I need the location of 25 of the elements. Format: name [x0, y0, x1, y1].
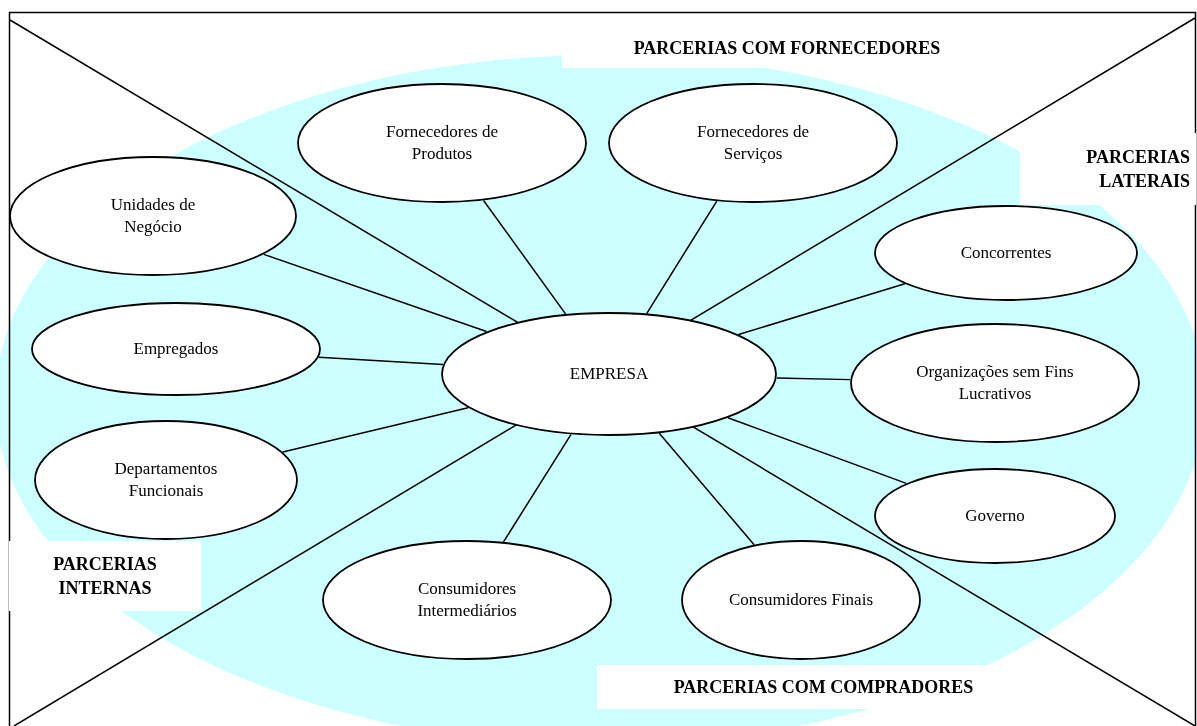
connector-line	[318, 356, 444, 366]
connector-line	[658, 432, 755, 546]
node-label: Fornecedores de Produtos	[385, 121, 499, 165]
section-label: PARCERIAS COM COMPRADORES	[673, 676, 974, 699]
section-label: PARCERIAS LATERAIS	[1085, 146, 1190, 193]
section-label: PARCERIAS INTERNAS	[52, 553, 158, 600]
node-label: Departamentos Funcionais	[113, 458, 219, 502]
connector-line	[737, 283, 906, 336]
connector-line	[645, 200, 718, 315]
connector-line	[775, 377, 851, 381]
connector-line	[262, 253, 488, 333]
connector-line	[282, 407, 469, 453]
node-label: Governo	[965, 505, 1025, 527]
connector-line	[727, 417, 908, 485]
node-label: Consumidores Intermediários	[416, 578, 518, 622]
node-label: Fornecedores de Serviços	[696, 121, 810, 165]
node-label: Empregados	[133, 338, 219, 360]
node-label: Concorrentes	[960, 242, 1052, 264]
section-label: PARCERIAS COM FORNECEDORES	[633, 37, 941, 60]
connector-line	[502, 433, 572, 543]
node-label: Organizações sem Fins Lucrativos	[915, 361, 1075, 405]
node-label: Consumidores Finais	[728, 589, 873, 611]
connector-line	[482, 199, 567, 315]
node-label: Unidades de Negócio	[109, 194, 197, 238]
node-label: EMPRESA	[569, 363, 649, 385]
